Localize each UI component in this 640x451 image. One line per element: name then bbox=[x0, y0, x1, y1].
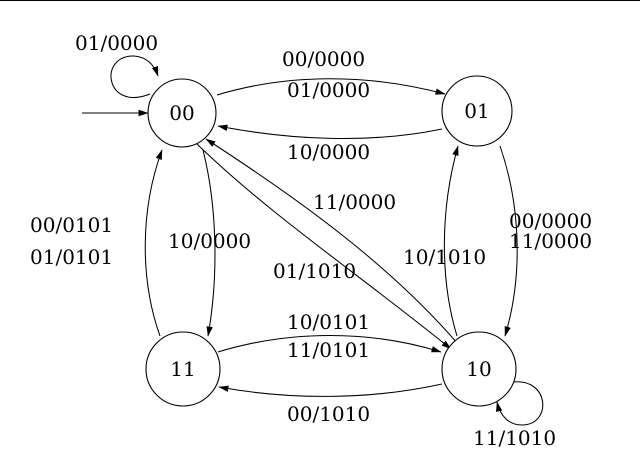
transition-10-self-loop bbox=[496, 381, 544, 426]
label-01-to-00: 10/0000 bbox=[287, 140, 370, 164]
transition-11-to-10 bbox=[217, 334, 442, 353]
label-01-to-10-a: 00/0000 bbox=[509, 209, 592, 233]
transition-01-to-00 bbox=[217, 124, 443, 140]
state-01-label: 01 bbox=[464, 99, 489, 123]
transition-01-to-10 bbox=[499, 145, 518, 337]
state-00-label: 00 bbox=[169, 101, 194, 125]
state-11-circle bbox=[145, 331, 221, 407]
label-00-self-loop: 01/0000 bbox=[75, 31, 158, 55]
transition-10-to-01 bbox=[443, 145, 459, 337]
transition-11-to-00 bbox=[144, 149, 163, 337]
transition-00-to-11 bbox=[202, 149, 216, 337]
state-11-label: 11 bbox=[170, 357, 195, 381]
label-11-to-00-a: 00/0101 bbox=[30, 213, 113, 237]
transition-10-to-00 bbox=[205, 138, 459, 345]
top-border-line bbox=[0, 0, 640, 1]
state-10-label: 10 bbox=[466, 357, 491, 381]
label-01-to-10-b: 11/0000 bbox=[509, 229, 592, 253]
label-10-self-loop: 11/1010 bbox=[473, 426, 556, 450]
state-01-circle bbox=[441, 75, 513, 147]
label-00-to-01-b: 01/0000 bbox=[287, 78, 370, 102]
label-11-to-00-b: 01/0101 bbox=[30, 245, 113, 269]
label-10-to-11: 00/1010 bbox=[287, 402, 370, 426]
transition-00-to-01 bbox=[216, 78, 446, 96]
transition-10-to-11 bbox=[218, 383, 443, 397]
transition-00-self-loop bbox=[110, 55, 159, 98]
transition-00-to-10 bbox=[196, 143, 452, 350]
state-00-circle bbox=[147, 78, 217, 148]
label-10-to-01: 10/1010 bbox=[403, 245, 486, 269]
label-10-to-00: 11/0000 bbox=[313, 190, 396, 214]
label-00-to-01-a: 00/0000 bbox=[282, 47, 365, 71]
label-00-to-10: 01/1010 bbox=[273, 259, 356, 283]
label-11-to-10-b: 11/0101 bbox=[287, 338, 370, 362]
label-00-to-11: 10/0000 bbox=[168, 229, 251, 253]
label-11-to-10-a: 10/0101 bbox=[287, 310, 370, 334]
state-10-circle bbox=[441, 331, 517, 407]
